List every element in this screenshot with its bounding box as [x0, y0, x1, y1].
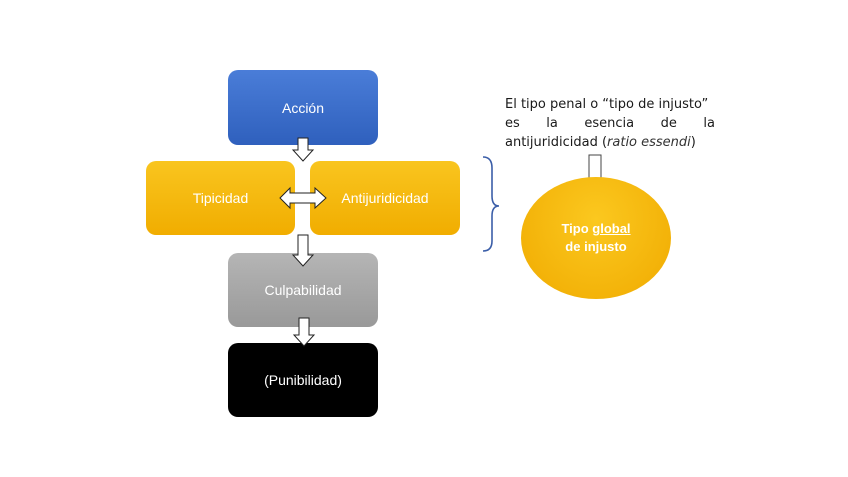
node-antijuridicidad: Antijuridicidad: [310, 161, 460, 235]
note-line-3-suffix: ): [690, 135, 696, 150]
note-line-2: es la esencia de la: [505, 116, 715, 131]
double-arrow-icon: [279, 186, 327, 210]
explanatory-note: El tipo penal o “tipo de injusto” es la …: [505, 95, 715, 152]
node-culpabilidad-label: Culpabilidad: [264, 282, 342, 298]
node-tipicidad: Tipicidad: [146, 161, 295, 235]
node-accion-label: Acción: [281, 99, 325, 116]
circle-line-2: de injusto: [565, 239, 627, 254]
node-culpabilidad: Culpabilidad: [228, 253, 378, 327]
note-line-1: El tipo penal o “tipo de injusto”: [505, 97, 709, 112]
curly-brace: [482, 156, 500, 252]
circle-word-global: global: [592, 221, 631, 236]
node-punibilidad-label: (Punibilidad): [264, 372, 342, 388]
node-antijuridicidad-label: Antijuridicidad: [341, 190, 429, 206]
note-line-3-prefix: antijuridicidad (: [505, 135, 608, 150]
down-arrow-icon: [291, 137, 315, 162]
node-accion: Acción: [228, 70, 378, 145]
note-line-3-italic: ratio essendi: [607, 135, 691, 150]
circle-line-1: Tipo global: [561, 220, 630, 238]
circle-word-tipo: Tipo: [561, 221, 589, 236]
node-punibilidad: (Punibilidad): [228, 343, 378, 417]
note-line-3: antijuridicidad (ratio essendi): [505, 133, 715, 152]
tipo-global-circle: Tipo global de injusto: [521, 177, 671, 299]
down-arrow-icon: [291, 234, 315, 267]
node-tipicidad-label: Tipicidad: [192, 190, 249, 206]
down-arrow-icon: [292, 317, 316, 347]
